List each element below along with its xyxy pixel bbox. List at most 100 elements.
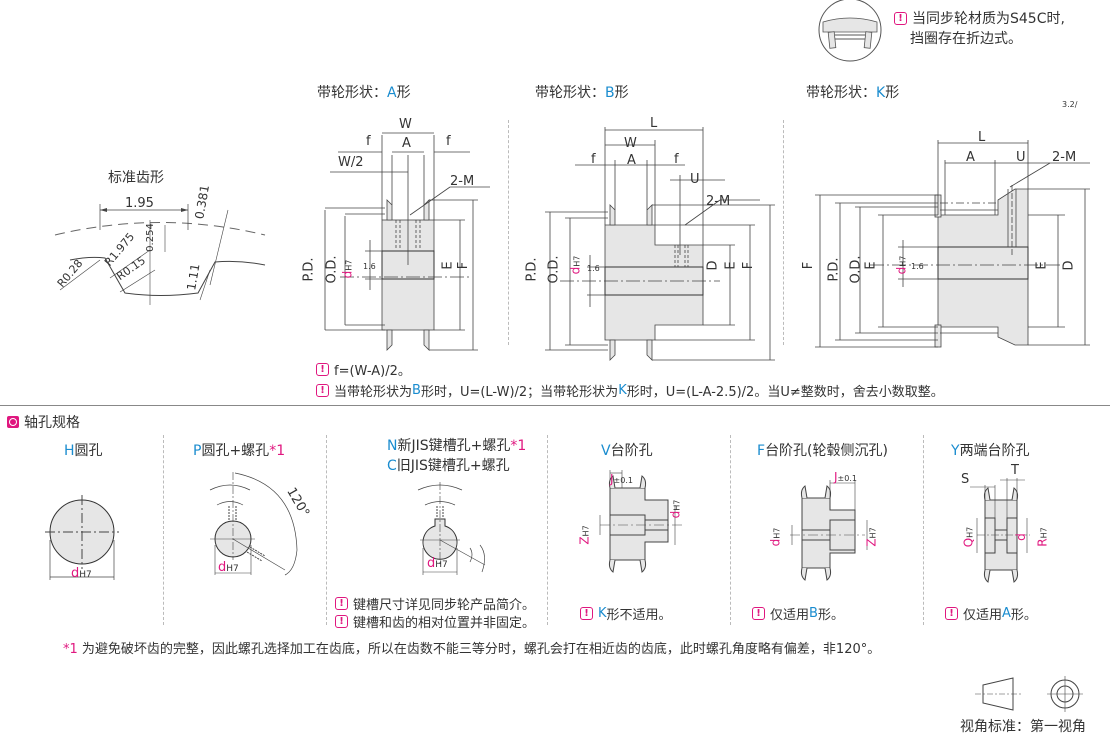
keyway-note-text: 键槽尺寸详见同步轮产品简介。 [353,598,536,613]
material-note-line2: 挡圈存在折边式。 [910,31,1022,47]
dim-w: W [399,117,412,132]
dim-u: U [690,172,700,187]
dim-h7: H7 [344,259,354,271]
dim-d-h7: dH7 [71,566,92,581]
pulley-a-drawing [324,132,490,351]
bore-name: 新JIS键槽孔+螺孔 [397,438,511,454]
note-code: B [412,383,421,398]
divider [163,435,164,625]
dim-2m: 2-M [1052,150,1077,165]
dim-h7: H7 [226,564,239,574]
dim-od: O.D. [324,255,340,284]
bore-type-h: H圆孔 [64,440,103,460]
keyway-note-text: 键槽和齿的相对位置并非固定。 [353,616,536,631]
bore-name: 旧JIS键槽孔+螺孔 [396,458,510,474]
footnote-ref: *1 [63,642,78,657]
dim-d: d [668,510,683,519]
dim-j: J±0.1 [834,470,857,484]
dim-d: d [218,560,227,575]
dim-tolerance: ±0.1 [837,474,857,483]
divider [923,435,924,625]
dim-f-outer: F [801,261,817,270]
footnote-ref: *1 [510,438,527,454]
note-part: 形不适用。 [606,608,672,623]
dim-h7: H7 [435,560,448,570]
pulley-k-drawing [815,140,1090,348]
shape-code: K [876,85,886,101]
material-note: ! 当同步轮材质为S45C时, [894,8,1065,28]
dim-d-h7: dH7 [427,556,448,571]
footnote-text: 为避免破坏齿的完整，因此螺孔选择加工在齿底，所以在齿数不能三等分时，螺孔会打在相… [81,642,881,657]
divider [730,435,731,625]
dim-h7: H7 [898,255,908,267]
warning-icon: ! [894,11,907,25]
bore-name: 两端台阶孔 [959,443,1030,459]
dim-q: Q [961,537,976,548]
bore-section-title-text: 轴孔规格 [24,415,80,431]
dim-od: O.D. [546,255,562,284]
dim-2m: 2-M [706,194,731,209]
dim-d: d [340,270,355,279]
standard-tooth-drawing [54,204,266,305]
note-part: 形时，U=(L-A-2.5)/2。当U≠整数时，舍去小数取整。 [626,385,944,400]
dim-0254: 0.254 [144,223,156,252]
dim-d-h7: dH7 [668,500,682,519]
dim-z-h7: ZH7 [578,525,592,544]
first-angle-projection-icon [975,676,1083,712]
note-code: A [1002,606,1011,621]
dim-j: J±0.1 [610,472,633,486]
shape-suffix: 形 [885,85,900,101]
bore-code: C [387,458,397,474]
note-part: 仅适用 [963,608,1003,623]
dim-h7: H7 [965,526,975,538]
shape-prefix: 带轮形状： [535,85,605,101]
divider [326,435,327,625]
roughness-16: 1.6 [911,262,924,271]
shape-code: A [387,85,397,101]
note-part: 形时，U=(L-W)/2；当带轮形状为 [420,385,619,400]
dim-z: Z [864,538,879,547]
dim-pd: P.D. [826,257,842,282]
bore-code: V [601,443,611,459]
dim-z: Z [577,536,592,545]
bore-type-v: V台阶孔 [601,440,653,460]
warning-icon: ! [335,615,348,628]
shape-prefix: 带轮形状： [317,85,387,101]
warning-icon: ! [752,607,765,620]
dim-e: E [723,261,739,270]
dim-w-half: W/2 [338,155,364,170]
divider [547,435,548,625]
dim-d-h7: dH7 [894,256,908,275]
dim-pd: P.D. [301,257,317,282]
dim-tolerance: ±0.1 [613,476,633,485]
dim-h7: H7 [572,255,582,267]
section-divider [0,405,1110,406]
dim-r-h7: RH7 [1036,527,1050,546]
bore-code: H [64,443,75,459]
dim-d: d [768,538,783,547]
shape-suffix: 形 [396,85,411,101]
divider [783,120,784,345]
formula-note-f: ! f=(W-A)/2。 [316,360,411,379]
shape-title-a: 带轮形状：A形 [317,82,411,102]
dim-h7: H7 [79,570,92,580]
bore-type-c: C旧JIS键槽孔+螺孔 [387,455,510,475]
warning-icon: ! [316,384,329,397]
dim-f: f [366,134,371,149]
flange-detail-illustration [818,0,882,62]
bore-name: 台阶孔 [610,443,653,459]
note-part: 形。 [1010,608,1037,623]
bore-code: Y [951,443,960,459]
bore-name: 圆孔 [74,443,103,459]
dim-a: A [402,136,411,151]
bore-section-title: 轴孔规格 [7,412,80,432]
dim-f: f [674,152,679,167]
dim-2m: 2-M [450,174,475,189]
dim-a: A [966,150,975,165]
bore-code: N [387,438,398,454]
shape-code: B [605,85,615,101]
dim-pitch: 1.95 [125,196,154,211]
